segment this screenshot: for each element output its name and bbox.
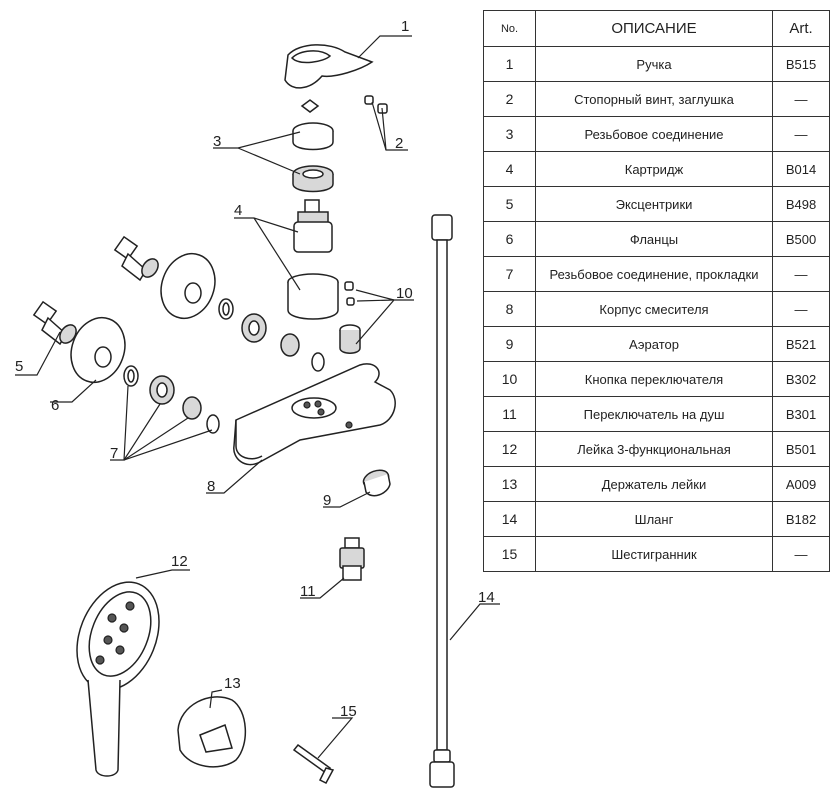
- exploded-parts-diagram: 1 2 3 4 5 6 7 8 9 10 11 12 13 14 15: [15, 18, 500, 788]
- cell-no: 12: [483, 431, 536, 467]
- part-hex-key: [292, 743, 335, 784]
- cell-art: B501: [772, 431, 830, 467]
- part-handle: [284, 44, 374, 89]
- callout-13: 13: [224, 675, 241, 692]
- callout-14: 14: [478, 589, 495, 606]
- cell-art: B521: [772, 326, 830, 362]
- table-header-row: No. ОПИСАНИЕ Art.: [483, 10, 830, 47]
- cell-description: Резьбовое соединение, прокладки: [535, 256, 773, 292]
- cell-art: B014: [772, 151, 830, 187]
- cell-no: 1: [483, 46, 536, 82]
- cell-description: Резьбовое соединение: [535, 116, 773, 152]
- cell-art: —: [772, 256, 830, 292]
- cell-no: 15: [483, 536, 536, 572]
- cell-no: 9: [483, 326, 536, 362]
- callout-5: 5: [15, 358, 23, 375]
- callout-1: 1: [401, 18, 409, 35]
- cell-no: 3: [483, 116, 536, 152]
- part-cartridge: [287, 199, 339, 320]
- cell-art: —: [772, 81, 830, 117]
- part-shower-switch: [339, 537, 365, 581]
- cell-no: 14: [483, 501, 536, 537]
- callout-7: 7: [110, 445, 118, 462]
- cell-description: Аэратор: [535, 326, 773, 362]
- cell-art: B301: [772, 396, 830, 432]
- part-set-screw: [300, 95, 388, 114]
- header-no: No.: [483, 10, 536, 47]
- cell-description: Фланцы: [535, 221, 773, 257]
- cell-no: 10: [483, 361, 536, 397]
- cell-no: 8: [483, 291, 536, 327]
- cell-description: Стопорный винт, заглушка: [535, 81, 773, 117]
- cell-art: B182: [772, 501, 830, 537]
- callout-10: 10: [396, 285, 413, 302]
- part-hose: [429, 214, 455, 788]
- callout-3: 3: [213, 133, 221, 150]
- cell-art: B515: [772, 46, 830, 82]
- cell-art: B500: [772, 221, 830, 257]
- header-description: ОПИСАНИЕ: [535, 10, 773, 47]
- cell-description: Лейка 3-функциональная: [535, 431, 773, 467]
- cell-art: B302: [772, 361, 830, 397]
- part-aerator: [362, 469, 391, 497]
- callout-11: 11: [300, 583, 316, 600]
- cell-art: —: [772, 291, 830, 327]
- cell-description: Ручка: [535, 46, 773, 82]
- cell-no: 7: [483, 256, 536, 292]
- callout-15: 15: [340, 703, 357, 720]
- callout-6: 6: [51, 397, 59, 414]
- cell-description: Корпус смесителя: [535, 291, 773, 327]
- part-switch-button: [339, 281, 361, 354]
- part-mixer-body: [233, 363, 396, 466]
- leader-lines: [15, 35, 500, 759]
- part-flange: [70, 252, 216, 384]
- callout-4: 4: [234, 202, 242, 219]
- cell-no: 4: [483, 151, 536, 187]
- cell-art: B498: [772, 186, 830, 222]
- cell-no: 11: [483, 396, 536, 432]
- cell-no: 2: [483, 81, 536, 117]
- cell-description: Держатель лейки: [535, 466, 773, 502]
- part-shower-head: [76, 581, 160, 777]
- callout-8: 8: [207, 478, 215, 495]
- cell-art: —: [772, 536, 830, 572]
- cell-description: Кнопка переключателя: [535, 361, 773, 397]
- cell-description: Шланг: [535, 501, 773, 537]
- part-seals: [123, 298, 325, 434]
- cell-description: Шестигранник: [535, 536, 773, 572]
- cell-description: Картридж: [535, 151, 773, 187]
- callout-9: 9: [323, 492, 331, 509]
- cell-no: 13: [483, 466, 536, 502]
- part-eccentric: [32, 235, 159, 346]
- cell-art: A009: [772, 466, 830, 502]
- header-art: Art.: [772, 10, 830, 47]
- cell-no: 6: [483, 221, 536, 257]
- callout-12: 12: [171, 553, 188, 570]
- cell-no: 5: [483, 186, 536, 222]
- cell-description: Эксцентрики: [535, 186, 773, 222]
- cell-art: —: [772, 116, 830, 152]
- part-threaded-connection: [292, 122, 334, 193]
- cell-description: Переключатель на душ: [535, 396, 773, 432]
- callout-2: 2: [395, 135, 403, 152]
- part-shower-holder: [177, 696, 247, 768]
